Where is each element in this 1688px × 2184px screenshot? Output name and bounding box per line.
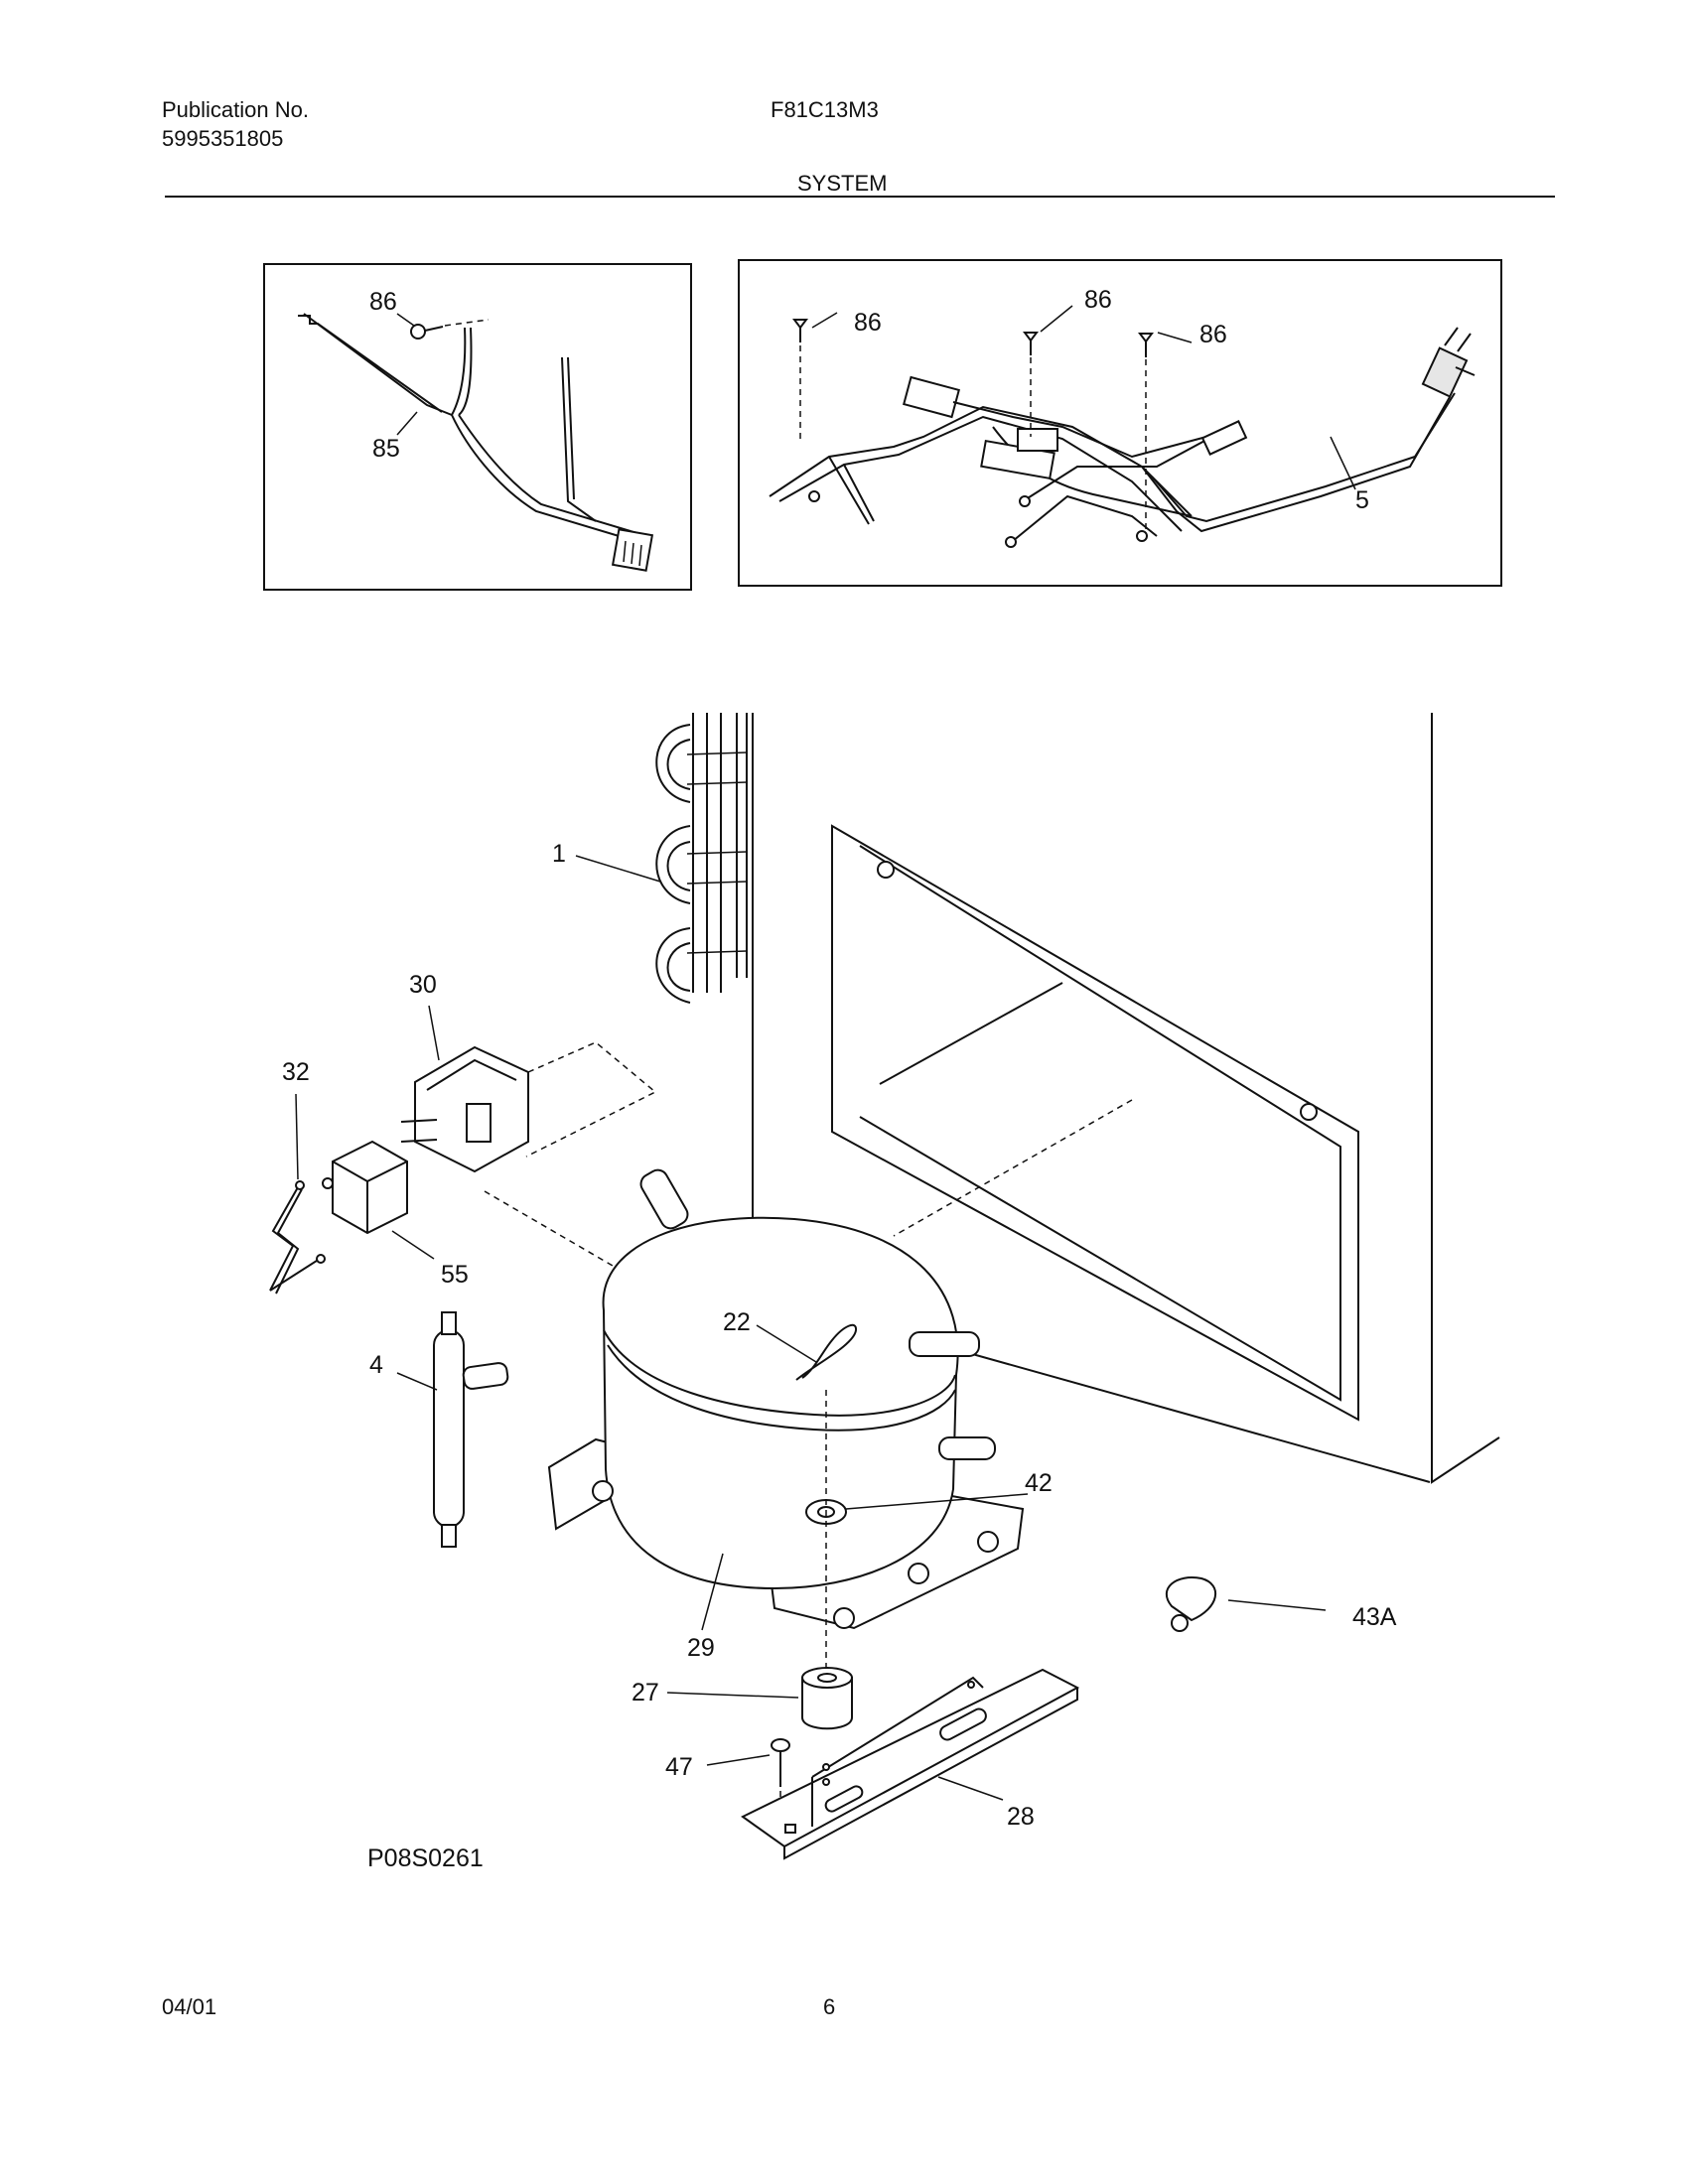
callout-22: 22 [723, 1308, 751, 1336]
callout-43a: 43A [1352, 1603, 1397, 1631]
callout-29: 29 [687, 1634, 715, 1662]
callout-30: 30 [409, 971, 437, 999]
callout-86-r2: 86 [1084, 286, 1112, 314]
inset-right: 86 86 86 5 [738, 259, 1502, 587]
callout-86-r1: 86 [854, 309, 882, 337]
screw-86-r3 [1138, 332, 1193, 531]
callout-5: 5 [1355, 486, 1369, 514]
callout-4: 4 [369, 1351, 383, 1379]
callout-86-r3: 86 [1199, 321, 1227, 348]
callout-32: 32 [282, 1058, 310, 1086]
section-title: SYSTEM [797, 171, 888, 196]
clip-22 [756, 1323, 857, 1381]
relay-30 [400, 1005, 657, 1292]
power-cord-5 [769, 327, 1476, 548]
rail-28 [741, 1668, 1080, 1860]
publication-label: Publication No. [162, 97, 309, 122]
harness-32 [269, 1093, 326, 1295]
inset-left-frame [263, 263, 692, 591]
wire-harness-85 [298, 313, 654, 572]
callout-85: 85 [372, 435, 400, 463]
overload-55 [322, 1140, 435, 1260]
condenser-1 [655, 713, 748, 1004]
grommet-27 [666, 1667, 853, 1730]
drier-4 [396, 1311, 509, 1548]
compressor-29 [547, 1168, 1029, 1693]
screw-86-left [410, 319, 490, 340]
screw-86-r1 [792, 312, 838, 442]
callout-42: 42 [1025, 1469, 1053, 1497]
inset-right-frame [738, 259, 1502, 587]
footer-date: 04/01 [162, 1994, 217, 2019]
callout-27: 27 [632, 1679, 659, 1706]
clamp-43a [1165, 1576, 1327, 1632]
callout-28: 28 [1007, 1803, 1035, 1831]
callout-86-left: 86 [369, 288, 397, 316]
page-number: 6 [823, 1994, 836, 2019]
screw-86-r2 [1023, 305, 1073, 437]
callout-47: 47 [665, 1753, 693, 1781]
inset-left: 86 85 [263, 263, 692, 591]
model-number: F81C13M3 [771, 97, 879, 122]
figure-id: P08S0261 [367, 1844, 484, 1872]
callout-55: 55 [441, 1261, 469, 1289]
header-rule [165, 196, 1555, 198]
callout-1: 1 [552, 840, 566, 868]
publication-number: 5995351805 [162, 126, 284, 151]
